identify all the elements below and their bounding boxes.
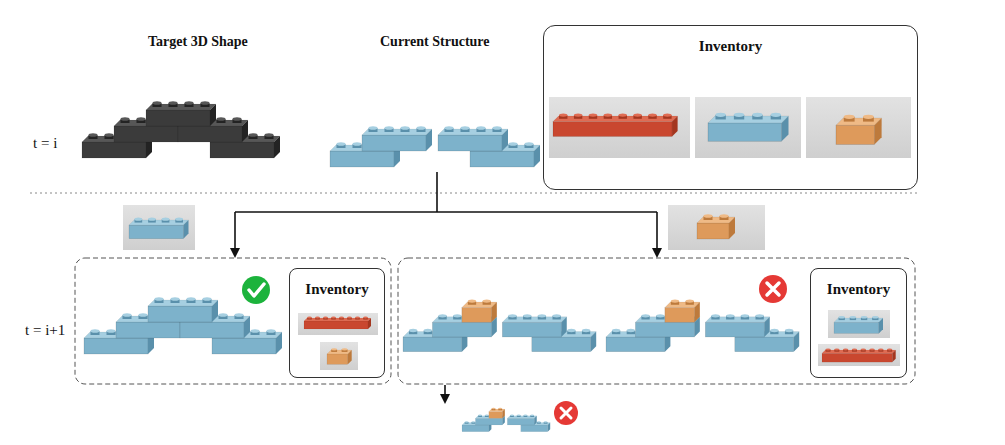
inventory-box: Inventory [810, 268, 907, 378]
time-step-label: t = i+1 [25, 322, 65, 339]
inventory-photos [549, 97, 911, 158]
inventory-box: Inventory [543, 25, 918, 190]
outcome-frame [75, 258, 391, 384]
panel-heading: Current Structure [380, 34, 490, 50]
inventory-title: Inventory [290, 281, 384, 298]
completed-structure [84, 297, 282, 354]
time-step-label: t = i [33, 135, 57, 152]
cross-icon [554, 401, 578, 425]
divider-line [30, 193, 918, 194]
inventory-box: Inventory [289, 268, 385, 378]
invalid-structure [403, 299, 799, 351]
branch-arrows [235, 172, 657, 402]
target-shape [82, 101, 280, 158]
candidate-thumbnails [123, 205, 765, 250]
panel-heading: Target 3D Shape [148, 34, 248, 50]
current-structure [330, 126, 540, 167]
outcome-frame [398, 258, 915, 384]
inventory-title: Inventory [544, 38, 917, 55]
collapsed-structure [462, 408, 550, 432]
cross-icon [759, 275, 787, 303]
inventory-title: Inventory [811, 281, 906, 298]
check-icon [242, 276, 270, 304]
